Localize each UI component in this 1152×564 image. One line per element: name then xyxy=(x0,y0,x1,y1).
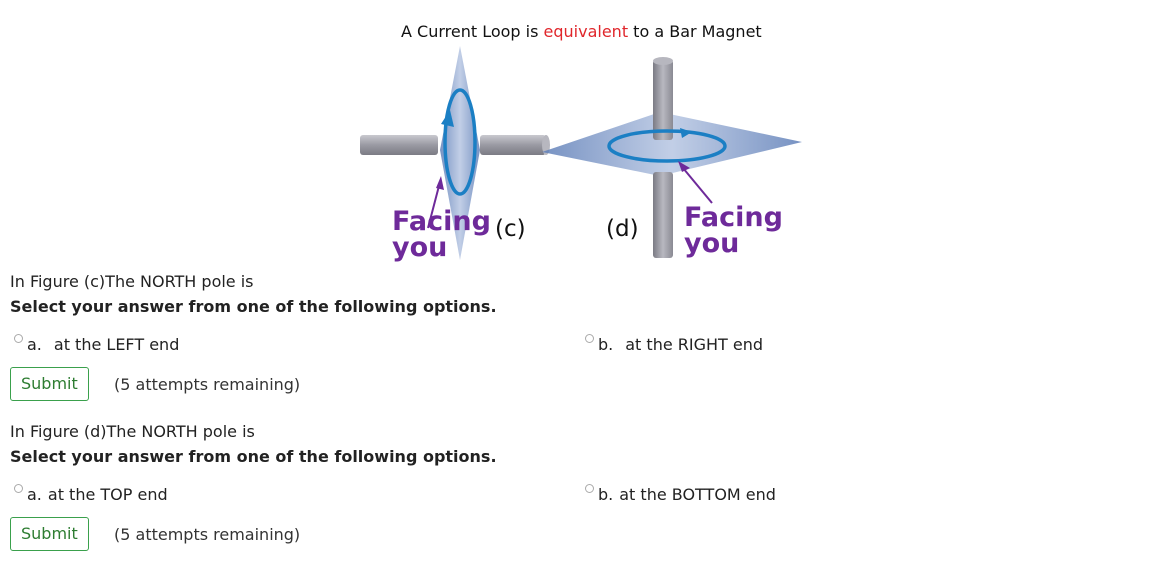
figure-d: (d) Facing you xyxy=(542,57,802,259)
question-1-prompt: In Figure (c)The NORTH pole is xyxy=(10,272,254,291)
figure-title: A Current Loop is equivalent to a Bar Ma… xyxy=(401,22,762,41)
current-arrow-d xyxy=(680,128,692,138)
bar-magnet-right-c xyxy=(480,135,546,155)
question-2-instruction: Select your answer from one of the follo… xyxy=(10,447,497,466)
radio-button[interactable] xyxy=(14,484,23,493)
option-text: at the RIGHT end xyxy=(625,335,764,354)
question-1-instruction: Select your answer from one of the follo… xyxy=(10,297,497,316)
option-text: at the TOP end xyxy=(47,485,168,504)
current-loop-figure: A Current Loop is equivalent to a Bar Ma… xyxy=(340,0,820,268)
figure-d-label: (d) xyxy=(606,216,639,242)
option-letter: b. xyxy=(598,335,614,354)
figure-svg: A Current Loop is equivalent to a Bar Ma… xyxy=(360,22,802,263)
loop-plane-d xyxy=(542,112,802,176)
question-1-attempts-remaining: (5 attempts remaining) xyxy=(114,375,301,394)
question-1: In Figure (c)The NORTH pole is Select yo… xyxy=(10,272,497,316)
current-arrow-c xyxy=(441,110,454,127)
radio-button[interactable] xyxy=(585,334,594,343)
bar-magnet-left-c xyxy=(360,135,438,155)
question-2-prompt: In Figure (d)The NORTH pole is xyxy=(10,422,255,441)
option-letter: b. xyxy=(598,485,614,504)
radio-button[interactable] xyxy=(585,484,594,493)
bar-magnet-top-d xyxy=(653,60,673,140)
option-letter: a. xyxy=(27,485,42,504)
question-2-option-b[interactable]: b. at the BOTTOM end xyxy=(585,484,776,504)
option-letter: a. xyxy=(27,335,42,354)
question-1-option-a[interactable]: a. at the LEFT end xyxy=(14,334,180,354)
facing-you-label-c-line2: you xyxy=(392,232,447,263)
facing-you-label-d-line1: Facing xyxy=(684,202,783,233)
bar-magnet-bottom-d xyxy=(653,172,673,258)
pointer-line-c xyxy=(427,181,441,229)
question-2-option-a[interactable]: a. at the TOP end xyxy=(14,484,168,504)
question-2-attempts-remaining: (5 attempts remaining) xyxy=(114,525,301,544)
option-text: at the LEFT end xyxy=(53,335,180,354)
radio-button[interactable] xyxy=(14,334,23,343)
current-loop-c xyxy=(443,88,477,196)
question-1-submit-button[interactable]: Submit xyxy=(10,367,89,401)
question-2-submit-button[interactable]: Submit xyxy=(10,517,89,551)
option-text: at the BOTTOM end xyxy=(619,485,776,504)
pointer-line-d xyxy=(682,167,713,204)
facing-you-label-c-line1: Facing xyxy=(392,206,491,237)
figure-c: Facing you (c) xyxy=(360,46,550,263)
current-loop-d xyxy=(607,129,727,163)
question-1-option-b[interactable]: b. at the RIGHT end xyxy=(585,334,764,354)
figure-c-label: (c) xyxy=(495,216,526,242)
facing-you-label-d-line2: you xyxy=(684,228,739,259)
question-2: In Figure (d)The NORTH pole is Select yo… xyxy=(10,422,497,466)
